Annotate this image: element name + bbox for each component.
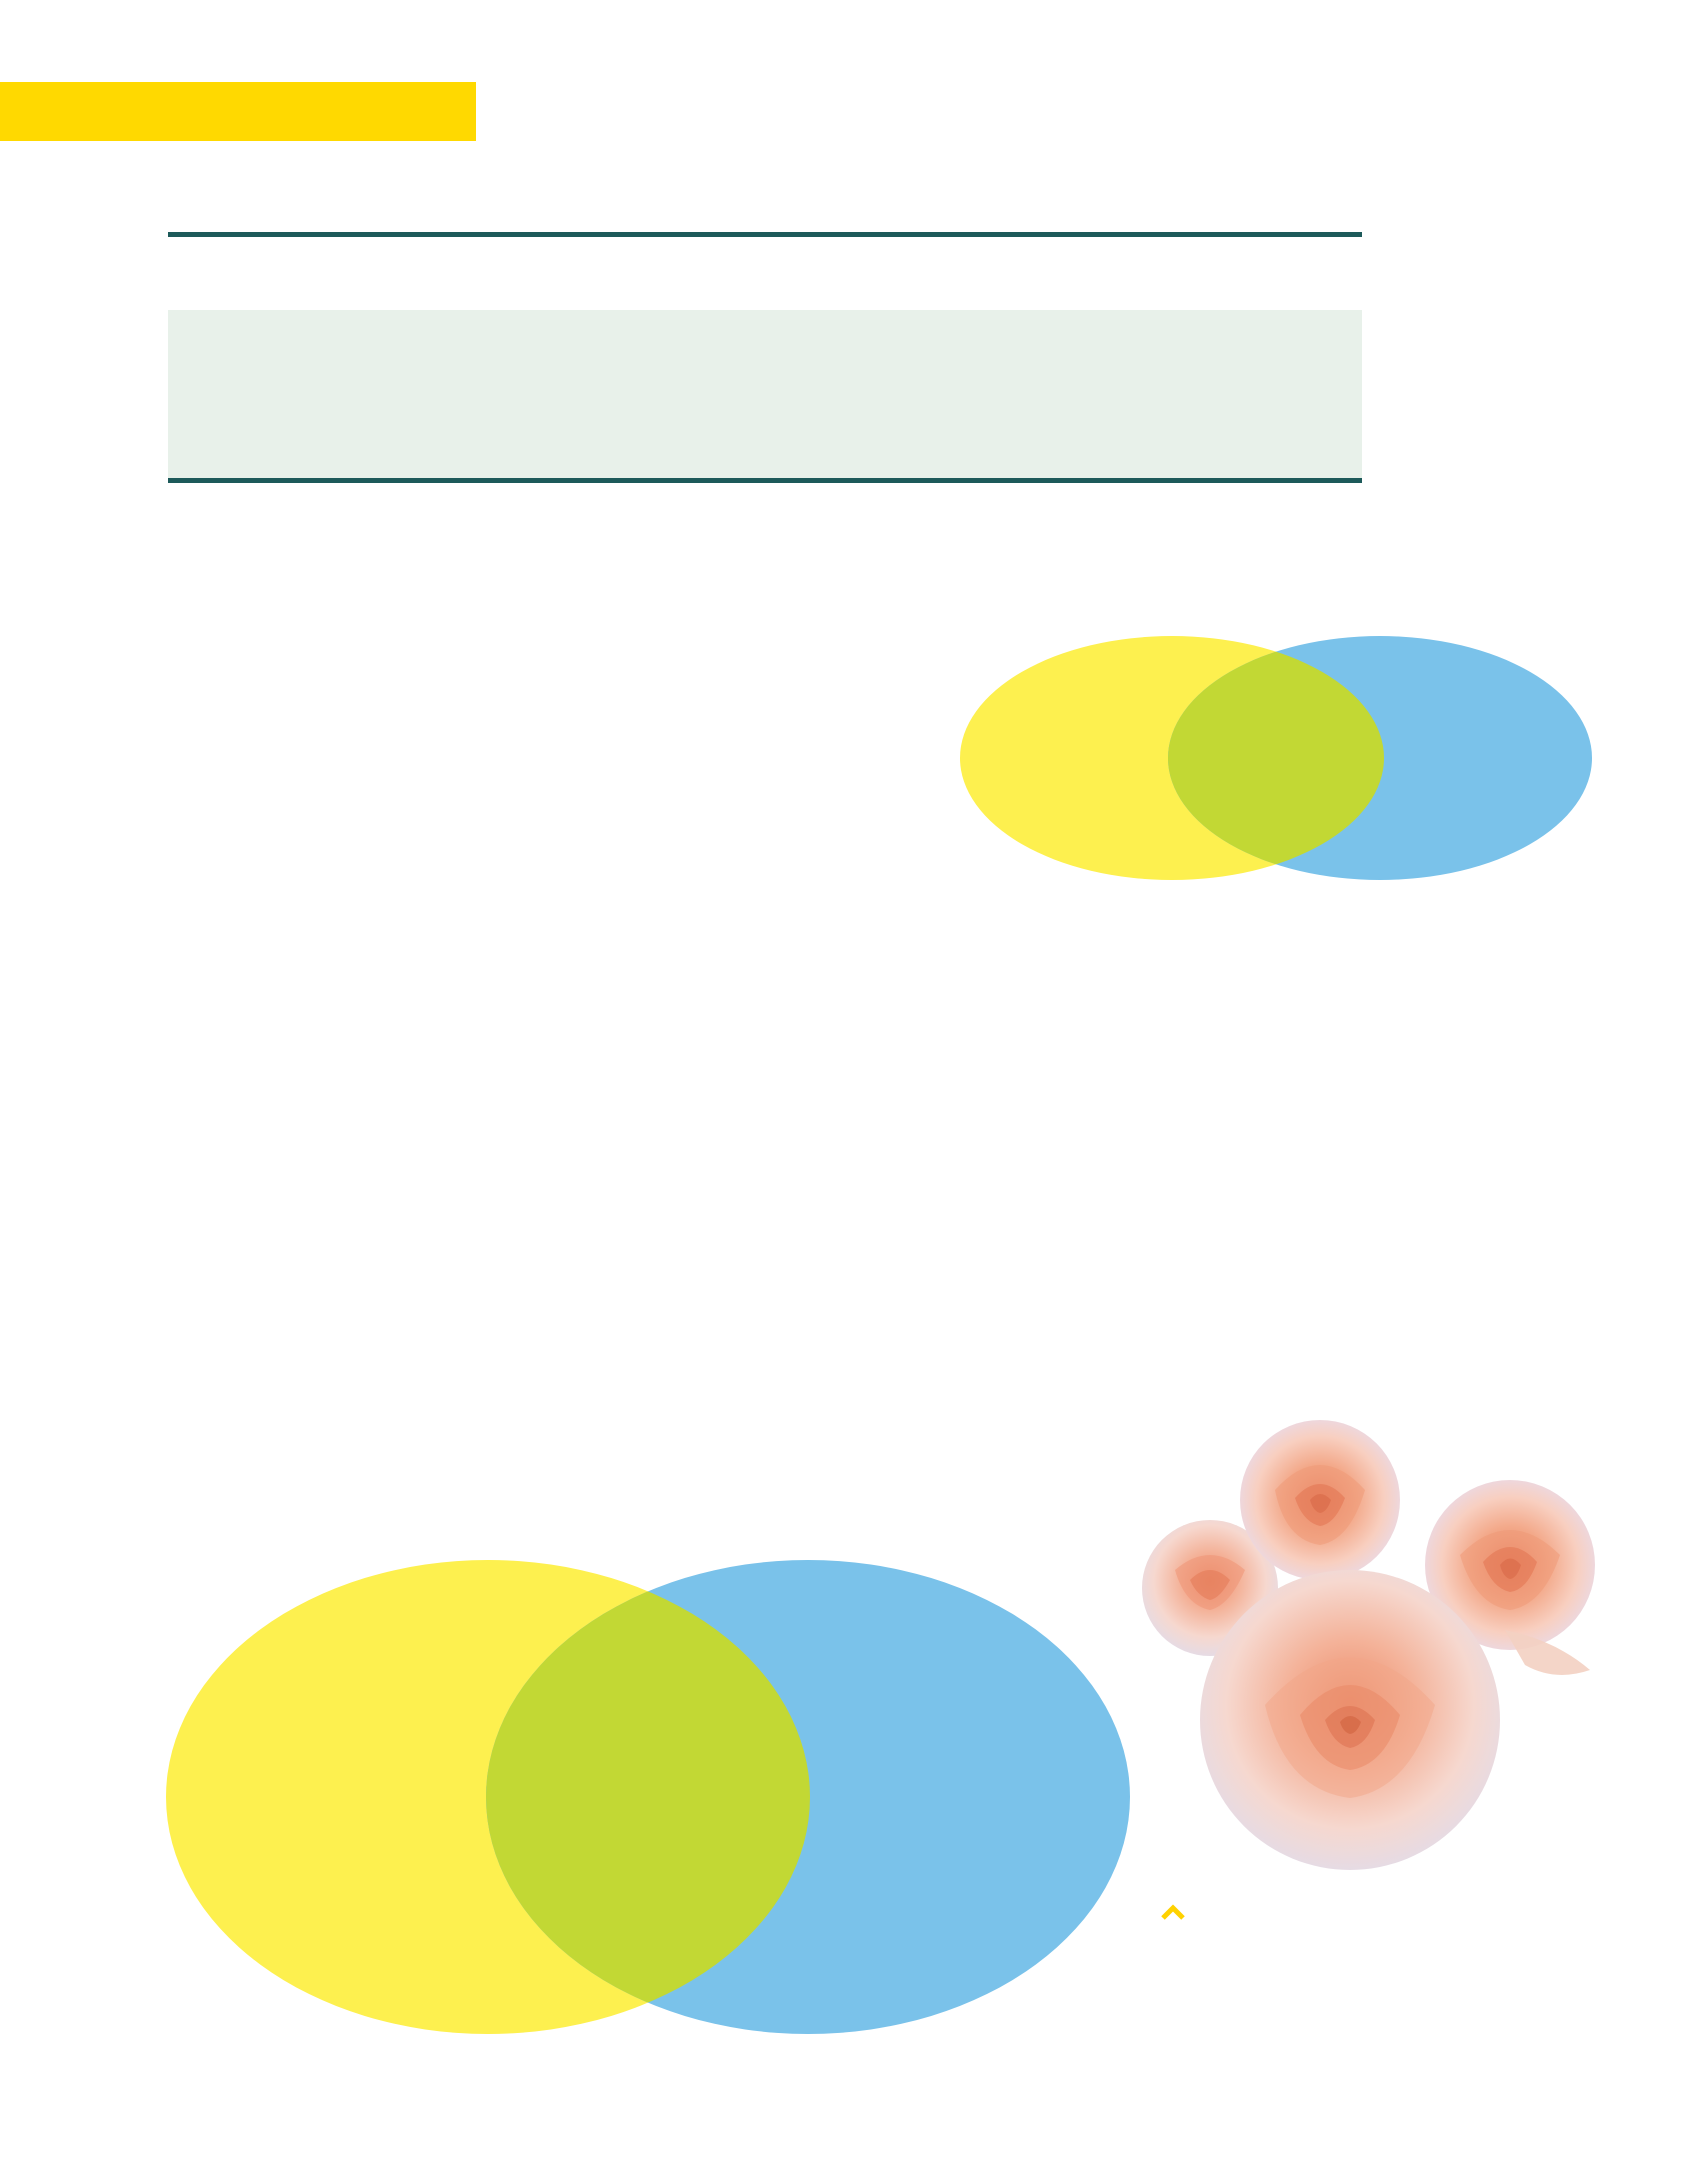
bottom-rule (168, 478, 1362, 483)
venn-overlap-region (486, 1560, 810, 2034)
chevron-up-icon (1161, 1904, 1185, 1920)
rose-top (1240, 1420, 1400, 1580)
large-venn-diagram (166, 1560, 1130, 2034)
rose-bouquet-image (1142, 1420, 1595, 1870)
venn-overlap-region (1168, 636, 1384, 880)
header-accent-bar (0, 82, 476, 141)
top-rule (168, 232, 1362, 237)
rose-right (1425, 1480, 1595, 1675)
shaded-callout-box (168, 310, 1362, 478)
rose-bottom (1200, 1570, 1500, 1870)
small-venn-diagram (960, 636, 1592, 880)
